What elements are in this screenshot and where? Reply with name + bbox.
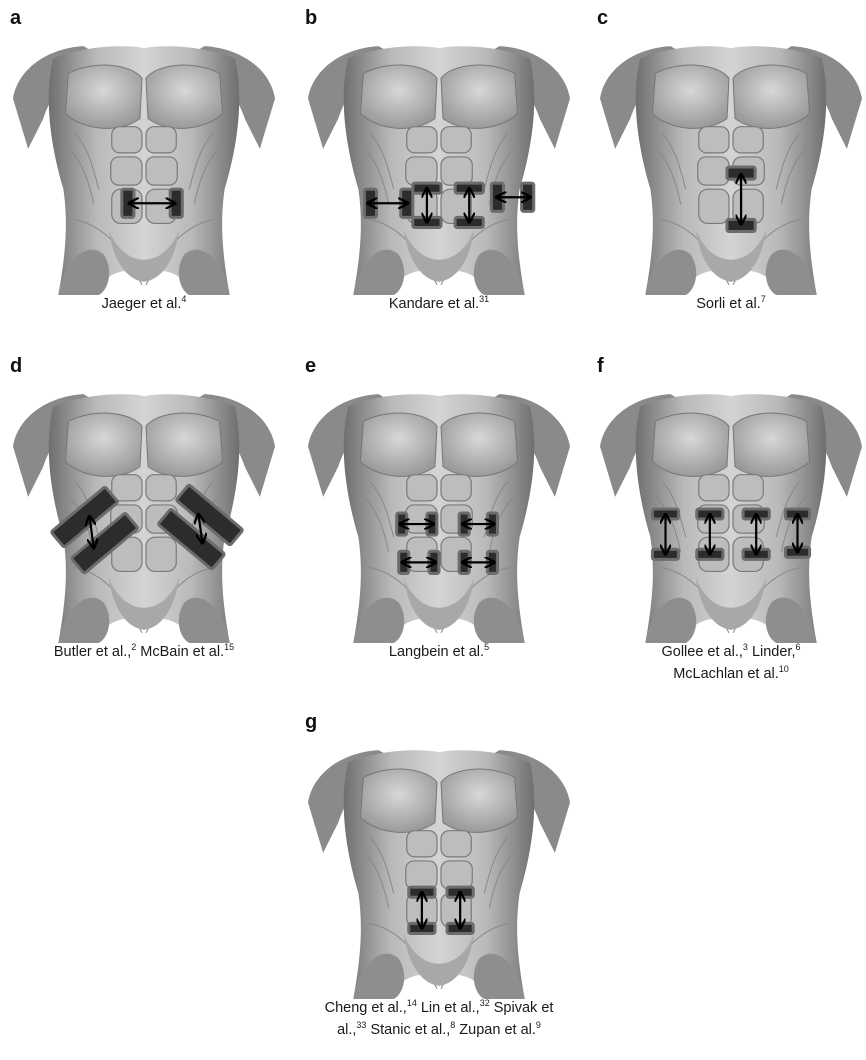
panel-g: g Cheng et al.,14 Lin et al.,32 Spivak e… — [305, 712, 573, 1028]
panel-caption: Gollee et al.,3 Linder,6 McLachlan et al… — [577, 641, 866, 685]
panel-caption: Butler et al.,2 McBain et al.15 — [0, 641, 298, 663]
panel-f: f Gollee et al.,3 Linder,6 McLachlan et … — [597, 356, 865, 672]
torso-illustration — [600, 38, 862, 296]
panel-letter: f — [597, 356, 604, 376]
torso-illustration — [13, 38, 275, 296]
panel-d: d Butler et al.,2 McBain et al.15 — [10, 356, 278, 672]
torso-illustration — [308, 386, 570, 644]
panel-c: c Sorli et al.7 — [597, 8, 865, 324]
panel-caption: Langbein et al.5 — [285, 641, 593, 663]
torso-illustration — [13, 386, 275, 644]
panel-b: b Kandare et al.31 — [305, 8, 573, 324]
torso-illustration — [308, 38, 570, 296]
torso-illustration — [308, 742, 570, 1000]
torso-illustration — [600, 386, 862, 644]
panel-letter: d — [10, 356, 22, 376]
panel-letter: b — [305, 8, 317, 28]
panel-letter: a — [10, 8, 21, 28]
panel-a: a Jaeger et al.4 — [10, 8, 278, 324]
panel-letter: c — [597, 8, 608, 28]
panel-caption: Cheng et al.,14 Lin et al.,32 Spivak et … — [265, 997, 613, 1041]
panel-letter: g — [305, 712, 317, 732]
panel-caption: Kandare et al.31 — [285, 293, 593, 315]
panel-letter: e — [305, 356, 316, 376]
panel-caption: Sorli et al.7 — [577, 293, 866, 315]
panel-e: e Langbein et al.5 — [305, 356, 573, 672]
panel-caption: Jaeger et al.4 — [0, 293, 298, 315]
